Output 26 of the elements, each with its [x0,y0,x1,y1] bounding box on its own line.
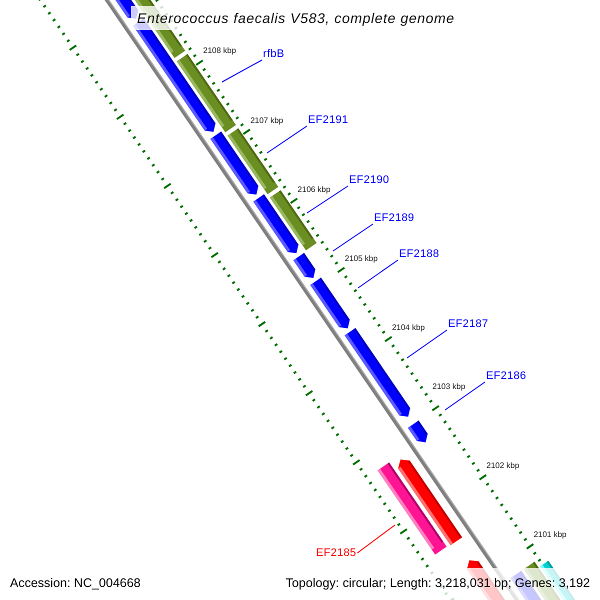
leader-line [406,330,448,358]
leader-line [222,60,262,82]
tick-label: 2104 kbp [392,322,425,333]
gene-label: EF2186 [486,370,526,382]
tick-label: 2101 kbp [534,530,566,540]
gene-label: rfbB [263,48,284,60]
tick-label: 2106 kbp [298,184,330,195]
leader-line [356,524,396,554]
tick-label: 2102 kbp [486,461,520,472]
leader-line [444,382,486,410]
gene-label: EF2187 [448,318,488,330]
gene-label: EF2188 [399,248,440,260]
gene-label: EF2190 [349,174,390,186]
gene-label: EF2185 [316,547,356,559]
leader-line [332,224,374,252]
gene-label: EF2191 [308,114,348,126]
genome-summary-text: Topology: circular; Length: 3,218,031 bp; Genes: 3,192 [286,576,590,590]
gene-label: EF2189 [374,212,414,224]
leader-line [358,260,398,288]
tick-label: 2107 kbp [250,116,284,126]
tick-label: 2108 kbp [203,46,236,56]
tick-label: 2105 kbp [344,254,378,264]
leader-line [266,126,308,154]
tick-label: 2103 kbp [432,382,466,392]
accession-text: Accession: NC_004668 [10,576,141,590]
leader-line [306,186,348,214]
